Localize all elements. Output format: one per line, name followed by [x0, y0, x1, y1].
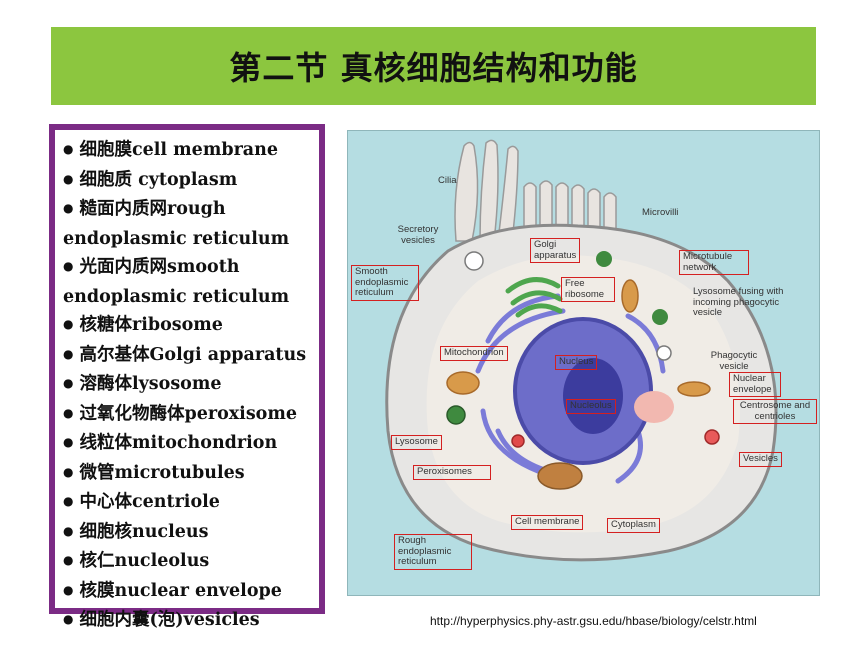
cell-illustration — [385, 139, 778, 562]
label-nucleus: Nucleus — [555, 355, 598, 370]
term-text: 中心体centriole — [79, 492, 220, 512]
source-url: http://hyperphysics.phy-astr.gsu.edu/hba… — [430, 614, 757, 628]
term-item: ●线粒体mitochondrion — [63, 433, 278, 453]
term-item: ●溶酶体lysosome — [63, 374, 222, 394]
label-microvilli: Microvilli — [642, 207, 679, 218]
term-text: 细胞内囊(泡)vesicles — [79, 610, 260, 630]
title-banner: 第二节 真核细胞结构和功能 — [51, 27, 816, 105]
vesicle-shape — [656, 345, 672, 361]
lysosome-shape — [652, 309, 668, 325]
label-smooth-er: Smooth endoplasmic reticulum — [351, 265, 419, 301]
label-golgi-apparatus: Golgi apparatus — [530, 238, 580, 263]
page-title: 第二节 真核细胞结构和功能 — [229, 49, 638, 87]
cilia-shapes — [454, 139, 519, 242]
label-vesicles: Vesicles — [739, 452, 782, 467]
term-text: 细胞核nucleus — [79, 521, 209, 542]
cell-diagram: Cilia Microvilli Secretory vesicles Golg… — [347, 130, 820, 596]
label-cell-membrane: Cell membrane — [511, 515, 584, 530]
term-item: ●核仁nucleolus — [63, 551, 210, 571]
rough-er-shapes — [475, 293, 666, 484]
lysosome-shape — [596, 251, 612, 267]
mitochondrion-shape — [677, 381, 711, 397]
label-rough-er: Rough endoplasmic reticulum — [394, 534, 472, 570]
lysosome-shape — [446, 405, 466, 425]
term-item: ●高尔基体Golgi apparatus — [63, 344, 307, 365]
term-text: 糙面内质网rough endoplasmic reticulum — [63, 199, 290, 249]
term-text: 高尔基体Golgi apparatus — [79, 344, 307, 365]
term-text: 核糖体ribosome — [79, 315, 223, 335]
term-item: ●细胞质 cytoplasm — [63, 169, 238, 190]
golgi-shapes — [505, 277, 563, 318]
term-text: 细胞质 cytoplasm — [79, 169, 238, 190]
term-item: ●中心体centriole — [63, 492, 220, 512]
microvilli-shapes — [523, 180, 617, 232]
term-list-panel: ●细胞膜cell membrane ●细胞质 cytoplasm ●糙面内质网r… — [49, 124, 325, 630]
term-item: ●光面内质网smooth endoplasmic reticulum — [63, 257, 290, 307]
term-list: ●细胞膜cell membrane ●细胞质 cytoplasm ●糙面内质网r… — [63, 136, 319, 636]
term-item: ●细胞膜cell membrane — [63, 140, 278, 160]
term-item: ●细胞内囊(泡)vesicles — [63, 610, 260, 630]
term-item: ●核糖体ribosome — [63, 315, 223, 335]
mitochondrion-shape — [621, 279, 639, 313]
term-text: 光面内质网smooth endoplasmic reticulum — [63, 257, 290, 307]
vesicle-shape — [464, 251, 484, 271]
term-item: ●糙面内质网rough endoplasmic reticulum — [63, 199, 290, 249]
term-text: 溶酶体lysosome — [79, 374, 222, 394]
label-nucleolus: Nucleolus — [566, 399, 616, 414]
centrosome-shape — [634, 391, 674, 423]
term-text: 微管microtubules — [79, 462, 245, 483]
term-item: ●细胞核nucleus — [63, 521, 209, 542]
label-nuclear-envelope: Nuclear envelope — [729, 372, 781, 397]
label-phagocytic-vesicle: Phagocytic vesicle — [710, 350, 758, 372]
label-peroxisomes: Peroxisomes — [413, 465, 491, 480]
term-text: 线粒体mitochondrion — [79, 433, 278, 453]
term-text: 核仁nucleolus — [79, 551, 210, 571]
label-lysosome-fusing: Lysosome fusing with incoming phagocytic… — [693, 286, 784, 318]
term-text: 核膜nuclear envelope — [79, 580, 282, 601]
label-microtubule-network: Microtubule network — [679, 250, 749, 275]
term-item: ●微管microtubules — [63, 462, 245, 483]
term-text: 细胞膜cell membrane — [79, 140, 278, 160]
vesicle-shape — [704, 429, 720, 445]
term-text: 过氧化物酶体peroxisome — [79, 403, 298, 424]
label-secretory-vesicles: Secretory vesicles — [397, 224, 439, 246]
label-cilia: Cilia — [438, 175, 457, 186]
mitochondrion-shape — [537, 462, 583, 490]
label-cytoplasm: Cytoplasm — [607, 518, 660, 533]
label-lysosome: Lysosome — [391, 435, 442, 450]
term-item: ●核膜nuclear envelope — [63, 580, 282, 601]
label-free-ribosome: Free ribosome — [561, 277, 615, 302]
term-item: ●过氧化物酶体peroxisome — [63, 403, 298, 424]
nucleolus-shape — [563, 358, 623, 434]
label-centrosome: Centrosome and centrioles — [733, 399, 817, 424]
peroxisome-shape — [511, 434, 525, 448]
mitochondrion-shape — [446, 371, 480, 395]
label-mitochondrion: Mitochondrion — [440, 346, 508, 361]
